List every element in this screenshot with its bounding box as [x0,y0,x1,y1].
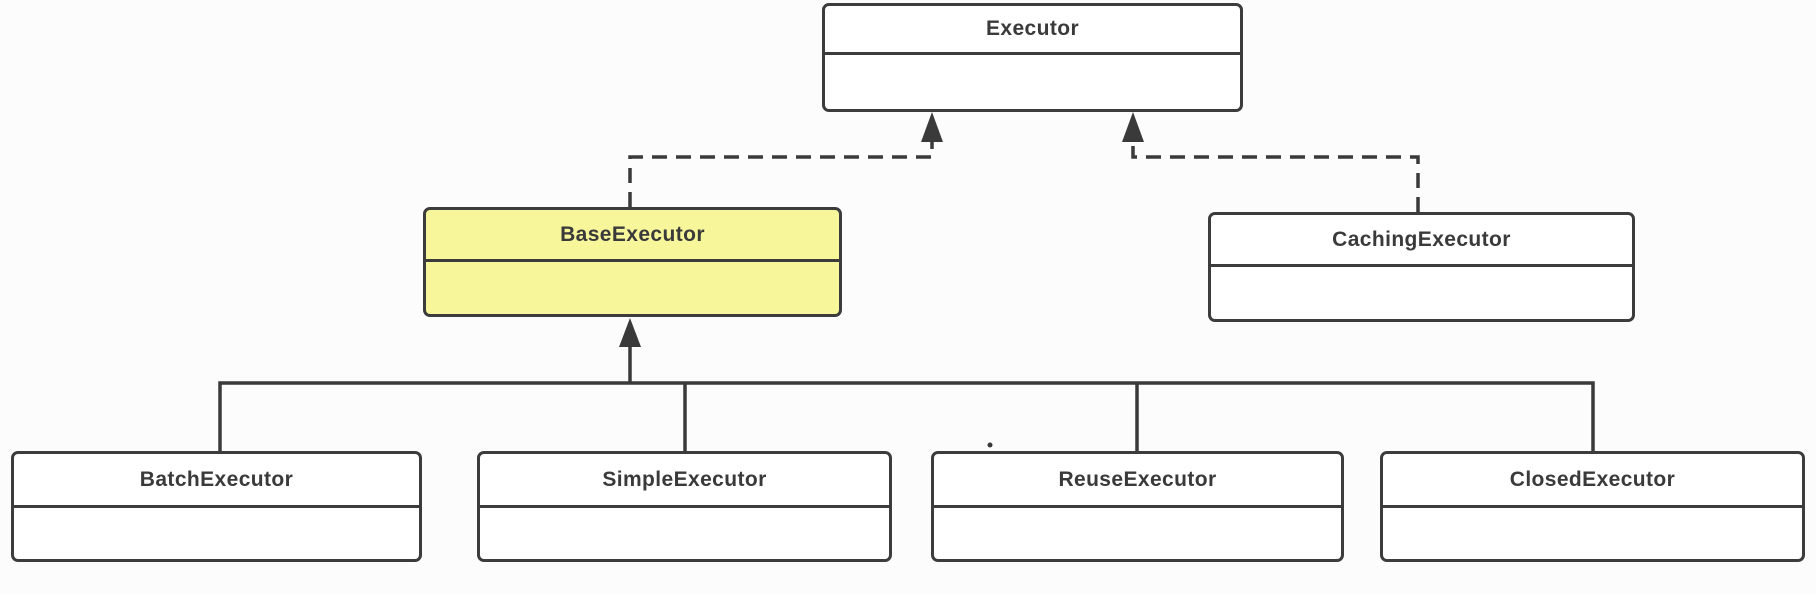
class-name-label: ReuseExecutor [1058,467,1217,491]
class-box-reuseexecutor[interactable]: ReuseExecutor [931,451,1344,562]
realization-edge-baseexecutor-to-executor [628,140,934,207]
class-title-bar: CachingExecutor [1211,215,1632,267]
realization-edge-cachingexecutor-to-executor [1131,140,1420,212]
arrowhead-cachingexecutor-to-executor-icon [1122,112,1144,142]
class-name-label: CachingExecutor [1332,227,1511,251]
stray-dot [987,442,993,448]
class-title-bar: Executor [825,6,1240,55]
class-members-compartment [14,508,419,559]
class-name-label: BaseExecutor [560,222,705,246]
class-box-cachingexecutor[interactable]: CachingExecutor [1208,212,1635,322]
class-name-label: BatchExecutor [139,467,294,491]
class-box-executor[interactable]: Executor [822,3,1243,112]
class-members-compartment [480,508,889,559]
arrowhead-baseexecutor-to-executor-icon [921,112,943,142]
class-box-simpleexecutor[interactable]: SimpleExecutor [477,451,892,562]
class-members-compartment [825,55,1240,109]
class-box-baseexecutor[interactable]: BaseExecutor [423,207,842,317]
class-title-bar: ReuseExecutor [934,454,1341,508]
class-name-label: ClosedExecutor [1509,467,1676,491]
class-members-compartment [1383,508,1802,559]
class-members-compartment [426,262,839,314]
inheritance-edges-children-to-baseexecutor [218,345,1595,451]
class-box-batchexecutor[interactable]: BatchExecutor [11,451,422,562]
class-name-label: Executor [985,17,1080,40]
class-title-bar: ClosedExecutor [1383,454,1802,508]
class-title-bar: BaseExecutor [426,210,839,262]
class-title-bar: BatchExecutor [14,454,419,508]
class-name-label: SimpleExecutor [602,467,767,491]
arrowhead-children-to-baseexecutor-icon [619,318,641,347]
class-members-compartment [1211,267,1632,319]
class-title-bar: SimpleExecutor [480,454,889,508]
class-box-closedexecutor[interactable]: ClosedExecutor [1380,451,1805,562]
class-members-compartment [934,508,1341,559]
